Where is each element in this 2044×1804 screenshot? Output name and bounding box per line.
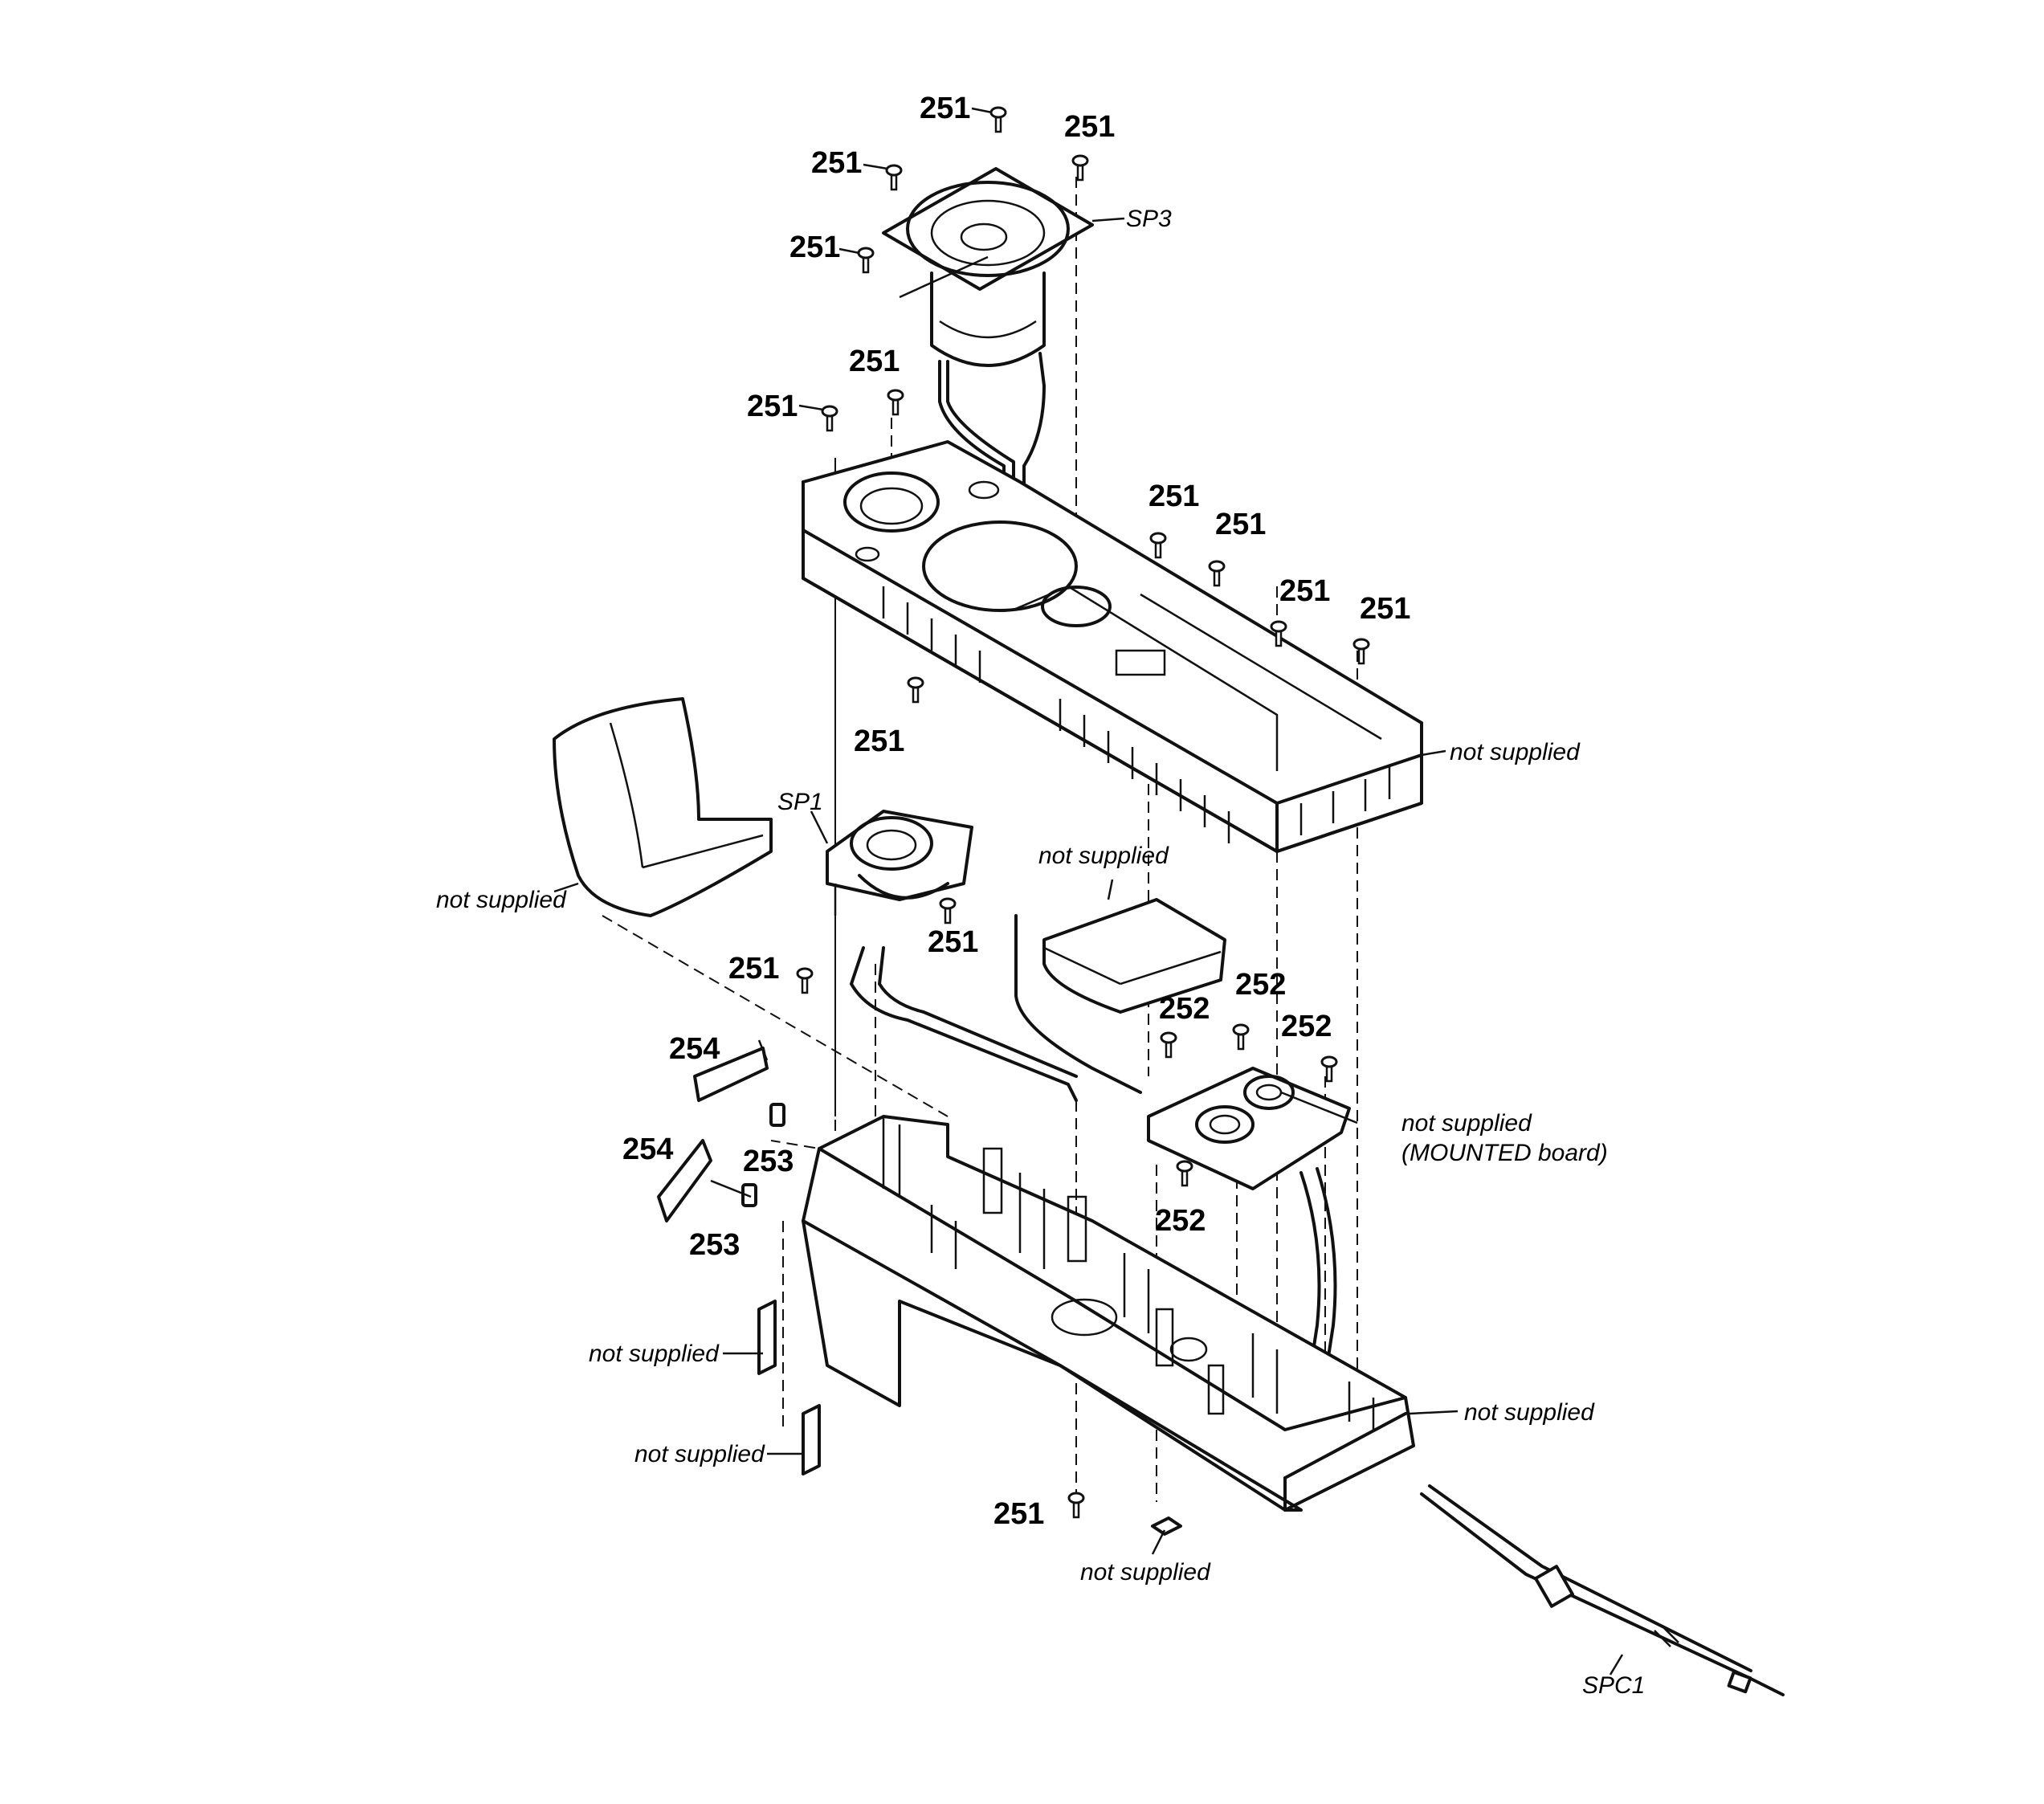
sp3-wires xyxy=(938,352,1046,612)
screw-icon xyxy=(907,676,924,704)
screw-icon xyxy=(989,106,1007,133)
screw-icon xyxy=(1176,1160,1193,1187)
bottom-cabinet xyxy=(802,1115,1415,1512)
note-mounted-board: (MOUNTED board) xyxy=(1401,1140,1608,1166)
label-252-b: 252 xyxy=(1159,992,1210,1026)
label-251-bottom: 251 xyxy=(993,1497,1044,1531)
label-251-frame-b: 251 xyxy=(747,390,798,423)
screw-icon xyxy=(796,967,814,994)
pad-not-supplied-a xyxy=(757,1300,777,1375)
foam-pad-left xyxy=(553,697,773,917)
note-not-supplied-pad-b: not supplied xyxy=(634,1441,765,1467)
label-251-top-right: 251 xyxy=(1064,110,1115,144)
screw-icon xyxy=(885,164,903,191)
pad-254-upper xyxy=(693,1047,769,1102)
screw-icon xyxy=(1270,620,1287,647)
screw-icon xyxy=(1320,1055,1338,1083)
note-not-supplied-upper-frame: not supplied xyxy=(1450,739,1581,765)
cable-spc1 xyxy=(1420,1484,1785,1696)
label-spc1: SPC1 xyxy=(1582,1672,1645,1699)
label-251-speaker-left: 251 xyxy=(789,231,840,264)
label-252-c: 252 xyxy=(1281,1010,1332,1043)
note-not-supplied-board: not supplied xyxy=(1401,1110,1532,1137)
mounted-board xyxy=(1147,1067,1351,1431)
label-251-frame-d: 251 xyxy=(1215,508,1266,541)
callout-labels: 251 251 251 251 251 251 251 251 251 251 … xyxy=(436,92,1645,1699)
upper-frame xyxy=(802,440,1423,853)
note-not-supplied-foam-center: not supplied xyxy=(1038,843,1169,869)
label-252-a: 252 xyxy=(1235,968,1286,1002)
screw-icon xyxy=(939,897,957,924)
note-not-supplied-pad-a: not supplied xyxy=(589,1341,720,1367)
screw-icon xyxy=(1160,1031,1177,1059)
label-251-sp1-left: 251 xyxy=(728,952,779,986)
label-251-frame-e: 251 xyxy=(1279,574,1330,608)
screw-icon xyxy=(1208,560,1226,587)
pad-254-lower xyxy=(657,1139,712,1222)
foot-not-supplied xyxy=(1151,1516,1182,1536)
label-252-d: 252 xyxy=(1155,1204,1206,1238)
clip-253-upper xyxy=(769,1103,785,1127)
label-253-lower: 253 xyxy=(689,1228,740,1262)
label-254-lower: 254 xyxy=(622,1133,673,1166)
sp1-wires xyxy=(850,914,1142,1102)
speaker-sp3 xyxy=(882,167,1094,367)
screw-icon xyxy=(1071,154,1089,182)
label-251-frame-g: 251 xyxy=(854,724,904,758)
screw-icon xyxy=(1149,532,1167,559)
label-251-frame-a: 251 xyxy=(849,345,900,378)
speaker-sp1 xyxy=(826,810,973,916)
label-sp1: SP1 xyxy=(777,789,823,815)
pad-not-supplied-b xyxy=(802,1404,821,1475)
screw-icon xyxy=(887,389,904,416)
label-251-frame-c: 251 xyxy=(1148,480,1199,513)
leader-lines xyxy=(553,107,1624,1675)
screw-icon xyxy=(1352,638,1370,665)
note-not-supplied-foam-left: not supplied xyxy=(436,887,567,913)
label-251-sp1-right: 251 xyxy=(928,925,978,959)
screw-icon xyxy=(1067,1492,1085,1519)
note-not-supplied-foot: not supplied xyxy=(1080,1559,1211,1586)
label-251-frame-f: 251 xyxy=(1360,592,1410,626)
label-sp3: SP3 xyxy=(1126,206,1172,232)
screw-icon xyxy=(821,405,838,432)
label-253-upper: 253 xyxy=(743,1145,794,1178)
screw-icon xyxy=(857,247,875,274)
screw-icon xyxy=(1232,1023,1250,1051)
label-254-upper: 254 xyxy=(669,1032,720,1066)
foam-pad-center xyxy=(1042,898,1226,1014)
label-251-upper-left: 251 xyxy=(811,146,862,180)
note-not-supplied-cabinet: not supplied xyxy=(1464,1399,1595,1426)
label-251-top: 251 xyxy=(920,92,970,125)
